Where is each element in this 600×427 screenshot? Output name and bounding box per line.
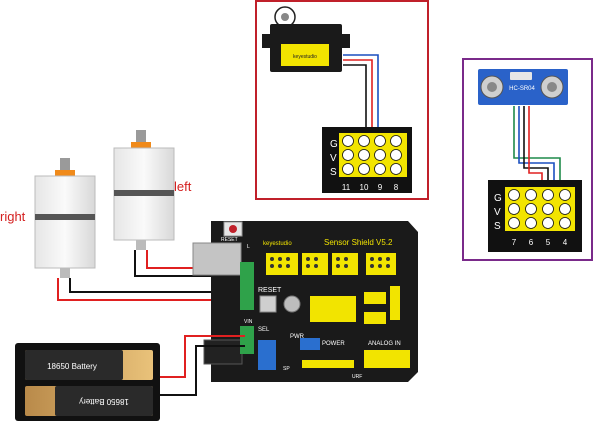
ultrasonic-frame: [462, 58, 593, 261]
iic-header: [310, 296, 356, 322]
label-right: right: [0, 209, 26, 224]
ultra-header-g: G: [494, 193, 502, 204]
ultra-pin-7: 7: [512, 238, 517, 247]
pwr-switch: [300, 338, 320, 350]
vin-label: VIN: [244, 319, 253, 325]
servo-header-v: V: [330, 153, 337, 164]
analog-in-label: ANALOG IN: [368, 341, 401, 347]
voltage-regulator: [258, 340, 276, 370]
ultra-pin-5: 5: [546, 238, 551, 247]
buzzer: [283, 295, 301, 313]
ultra-header-v: V: [494, 207, 501, 218]
battery-cell-2: 18650 Battery: [79, 397, 129, 406]
led-label: L: [247, 244, 250, 250]
ultra-pin-4: 4: [563, 238, 568, 247]
servo-pin-10: 10: [360, 183, 369, 192]
reset-small-label: RESET: [221, 237, 238, 243]
ultra-header-s: S: [494, 221, 501, 232]
servo-pin-8: 8: [394, 183, 399, 192]
battery-holder: 18650 Battery 18650 Battery: [15, 343, 160, 421]
ultrasonic-sensor: HC-SR04: [478, 69, 568, 105]
usb-port: [192, 242, 242, 276]
servo-header-g: G: [330, 139, 338, 150]
battery-cell-1: 18650 Battery: [47, 362, 97, 371]
shield-brand: keyestudio: [263, 241, 292, 247]
reset-button: [259, 295, 277, 313]
svg-text:keyestudio: keyestudio: [293, 54, 317, 60]
power-terminal: [240, 326, 254, 354]
power-label: POWER: [322, 341, 345, 347]
label-left: left: [174, 179, 192, 194]
motor-left: [113, 130, 175, 250]
battery-wires: [160, 335, 245, 396]
servo-motor: keyestudio: [262, 6, 350, 72]
servo-frame: [255, 0, 429, 200]
servo-header-s: S: [330, 167, 337, 178]
dc-jack: [203, 339, 243, 365]
motor-right: [34, 158, 96, 278]
servo-wires: [343, 54, 379, 150]
ultrasonic-model: HC-SR04: [509, 86, 535, 92]
shield-title: Sensor Shield V5.2: [324, 238, 393, 247]
ultrasonic-header-board: G V S 7 6 5 4: [488, 180, 582, 252]
motor-terminal: [240, 262, 254, 310]
servo-pin-11: 11: [342, 183, 351, 192]
pwr-label: PWR: [290, 334, 305, 340]
sp-label: SP: [283, 366, 290, 372]
servo-header-board: G V S 11 10 9 8: [322, 127, 412, 193]
sensor-shield: RESET keyestudio Sensor Shield V5.2 L RE…: [192, 221, 418, 382]
servo-pin-9: 9: [378, 183, 383, 192]
reset-label: RESET: [258, 287, 282, 294]
sel-label: SEL: [258, 327, 270, 333]
ultra-pin-6: 6: [529, 238, 534, 247]
urf-label: URF: [352, 374, 362, 380]
